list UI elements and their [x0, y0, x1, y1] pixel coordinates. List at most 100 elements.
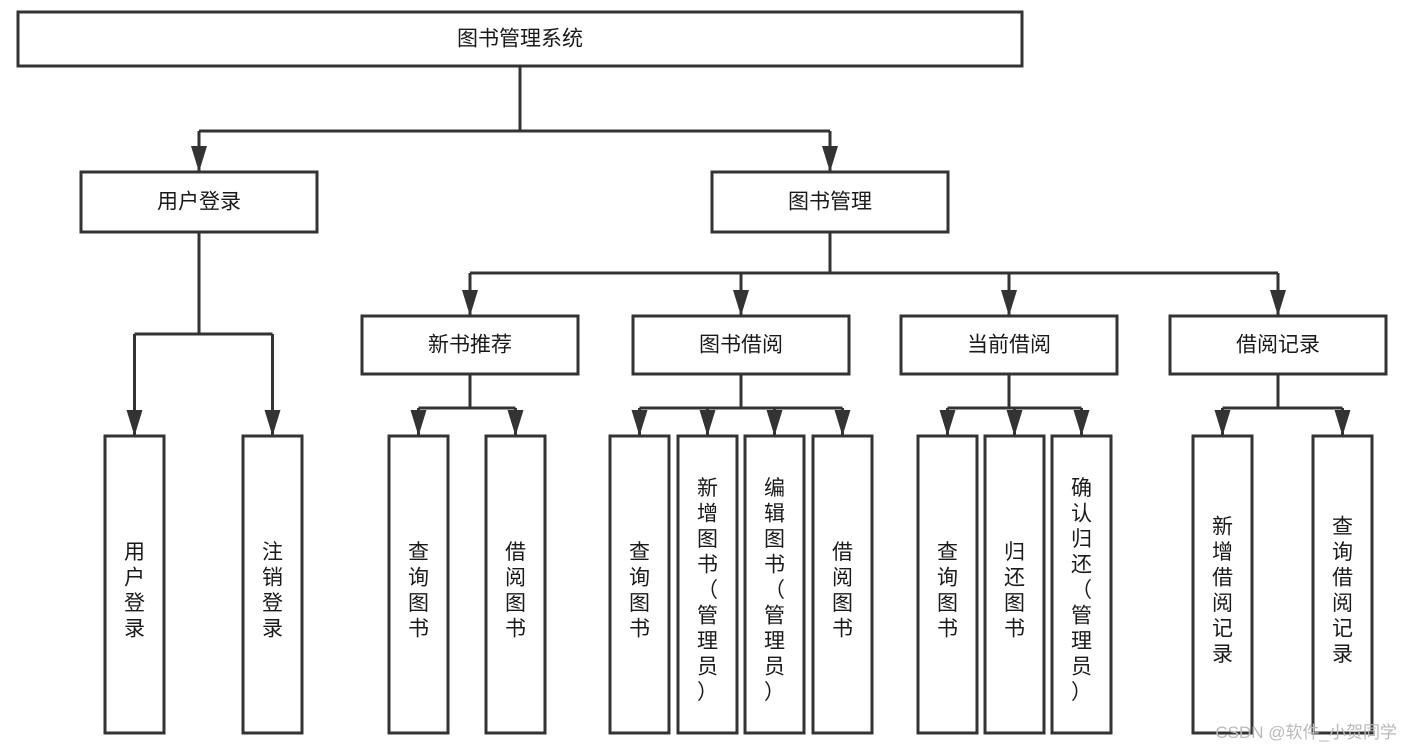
node-label-char: 图 [937, 592, 958, 615]
node-label-char: （ [764, 579, 785, 602]
node-label-char: 理 [764, 630, 785, 653]
node-box-current [899, 314, 1119, 376]
node-label-char: 还 [1004, 566, 1025, 589]
node-borrow[interactable]: 图书借阅 [631, 314, 851, 376]
node-label-char: （ [1071, 579, 1092, 602]
arrowhead-icon [1334, 410, 1351, 436]
node-label-char: 借 [832, 541, 853, 564]
node-label-current: 当前借阅 [967, 334, 1051, 357]
node-label-char: 图 [764, 528, 785, 551]
node-label-char: 员 [1071, 656, 1092, 679]
node-box-leaf9 [916, 434, 979, 735]
node-box-root [16, 10, 1024, 68]
node-root[interactable]: 图书管理系统 [16, 10, 1024, 68]
node-label-char: 询 [629, 566, 650, 589]
node-label-char: 增 [697, 503, 718, 526]
node-label-char: 登 [262, 592, 283, 615]
node-label-char: 录 [1212, 643, 1233, 666]
node-current[interactable]: 当前借阅 [899, 314, 1119, 376]
arrowhead-icon [264, 410, 281, 436]
node-label-char: 图 [408, 592, 429, 615]
node-label-char: 录 [1332, 643, 1353, 666]
arrowhead-icon [631, 410, 648, 436]
node-box-leaf10 [983, 434, 1046, 735]
node-label-char: 还 [1071, 554, 1092, 577]
node-label-newrec: 新书推荐 [428, 334, 512, 357]
node-login[interactable]: 用户登录 [79, 170, 319, 234]
arrowhead-icon [1214, 410, 1231, 436]
arrowhead-icon [1270, 290, 1286, 316]
node-label-char: 录 [124, 617, 145, 640]
node-box-newrec [360, 314, 580, 376]
node-label-char: 书 [408, 617, 429, 640]
node-label-char: 户 [124, 566, 145, 589]
node-label-char: 注 [262, 541, 283, 564]
node-box-leaf8 [811, 434, 874, 735]
node-label-root: 图书管理系统 [457, 28, 583, 51]
node-box-leaf6 [676, 434, 739, 735]
node-label-char: 记 [1332, 617, 1353, 640]
node-label-char: 认 [1071, 503, 1092, 526]
node-box-login [79, 170, 319, 234]
node-box-leaf13 [1311, 434, 1374, 735]
node-label-borrow: 图书借阅 [699, 334, 783, 357]
node-box-leaf4 [484, 434, 547, 735]
node-label-char: 图 [697, 528, 718, 551]
node-box-records [1168, 314, 1388, 376]
node-label-char: 新 [1212, 515, 1233, 538]
arrowhead-icon [834, 410, 851, 436]
node-label-char: （ [697, 579, 718, 602]
node-label-char: 销 [262, 566, 283, 589]
node-label-bookmgmt: 图书管理 [788, 191, 872, 214]
node-label-char: 编 [764, 477, 785, 500]
node-label-char: 阅 [1332, 592, 1353, 615]
node-label-char: 辑 [764, 503, 785, 526]
node-label-char: 查 [629, 541, 650, 564]
arrowhead-icon [191, 146, 207, 172]
watermark-label: CSDN @软件_小贺同学 [1215, 723, 1397, 742]
node-label-char: 询 [937, 566, 958, 589]
node-label-char: 阅 [1212, 592, 1233, 615]
node-label-records: 借阅记录 [1236, 334, 1320, 357]
node-records[interactable]: 借阅记录 [1168, 314, 1388, 376]
node-label-char: 借 [1212, 566, 1233, 589]
node-leaf1[interactable]: 用户登录 [103, 434, 166, 735]
node-label-login: 用户登录 [157, 191, 241, 214]
node-label-char: 图 [505, 592, 526, 615]
node-label-char: 确 [1071, 477, 1092, 500]
node-label-char: 图 [629, 592, 650, 615]
node-label-char: 归 [1071, 528, 1092, 551]
node-label-char: 书 [697, 554, 718, 577]
node-label-char: 书 [505, 617, 526, 640]
arrowhead-icon [462, 290, 478, 316]
node-label-char: 借 [505, 541, 526, 564]
node-newrec[interactable]: 新书推荐 [360, 314, 580, 376]
node-layer: 图书管理系统用户登录图书管理新书推荐图书借阅当前借阅借阅记录用户登录注销登录查询… [16, 10, 1388, 735]
node-bookmgmt[interactable]: 图书管理 [710, 170, 950, 234]
node-label-char: 员 [697, 656, 718, 679]
arrowhead-icon [699, 410, 716, 436]
node-label-char: ） [764, 681, 785, 704]
node-box-bookmgmt [710, 170, 950, 234]
arrowhead-icon [766, 410, 783, 436]
node-label-char: 管 [1071, 605, 1092, 628]
node-label-char: 查 [1332, 515, 1353, 538]
node-label-char: 书 [1004, 617, 1025, 640]
node-box-leaf7 [743, 434, 806, 735]
node-label-char: 查 [408, 541, 429, 564]
node-label-char: 阅 [832, 566, 853, 589]
node-label-char: 理 [1071, 630, 1092, 653]
